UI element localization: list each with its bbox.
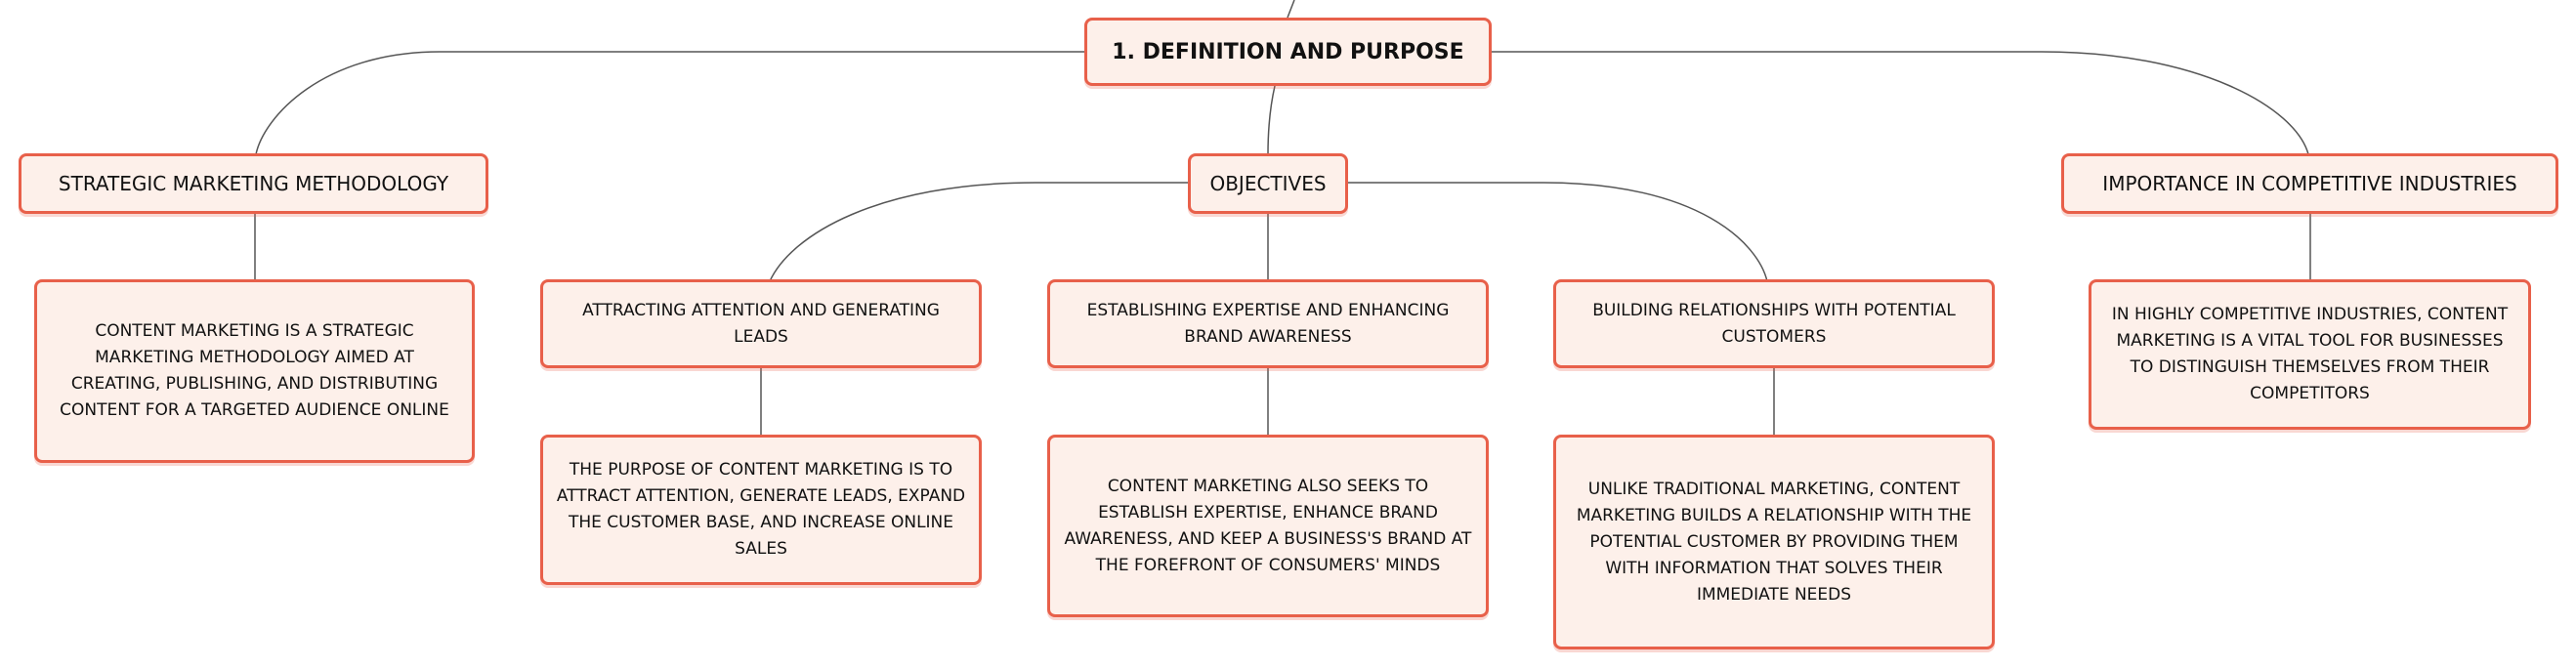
- objective-label: BUILDING RELATIONSHIPS WITH POTENTIAL CU…: [1592, 300, 1956, 347]
- detail-text: CONTENT MARKETING ALSO SEEKS TO ESTABLIS…: [1064, 476, 1472, 575]
- detail-text: CONTENT MARKETING IS A STRATEGIC MARKETI…: [60, 321, 449, 420]
- detail-establishing-expertise[interactable]: CONTENT MARKETING ALSO SEEKS TO ESTABLIS…: [1047, 435, 1489, 617]
- objective-label: ATTRACTING ATTENTION AND GENERATING LEAD…: [582, 300, 940, 347]
- objective-attracting-attention[interactable]: ATTRACTING ATTENTION AND GENERATING LEAD…: [540, 279, 982, 368]
- branch-objectives[interactable]: OBJECTIVES: [1188, 153, 1348, 214]
- objective-establishing-expertise[interactable]: ESTABLISHING EXPERTISE AND ENHANCING BRA…: [1047, 279, 1489, 368]
- root-node[interactable]: 1. DEFINITION AND PURPOSE: [1084, 18, 1492, 86]
- branch-label: OBJECTIVES: [1209, 172, 1327, 195]
- branch-strategic-marketing-methodology[interactable]: STRATEGIC MARKETING METHODOLOGY: [19, 153, 488, 214]
- root-label: 1. DEFINITION AND PURPOSE: [1112, 39, 1464, 64]
- branch-label: STRATEGIC MARKETING METHODOLOGY: [58, 172, 449, 195]
- branch-label: IMPORTANCE IN COMPETITIVE INDUSTRIES: [2102, 172, 2517, 195]
- detail-text: UNLIKE TRADITIONAL MARKETING, CONTENT MA…: [1576, 479, 1972, 605]
- connector-root-strategic: [255, 51, 1084, 155]
- detail-text: THE PURPOSE OF CONTENT MARKETING IS TO A…: [556, 460, 966, 559]
- detail-strategic-marketing[interactable]: CONTENT MARKETING IS A STRATEGIC MARKETI…: [34, 279, 475, 463]
- connector-root-objectives: [1267, 85, 1276, 155]
- objective-building-relationships[interactable]: BUILDING RELATIONSHIPS WITH POTENTIAL CU…: [1553, 279, 1995, 368]
- detail-building-relationships[interactable]: UNLIKE TRADITIONAL MARKETING, CONTENT MA…: [1553, 435, 1995, 649]
- detail-importance[interactable]: IN HIGHLY COMPETITIVE INDUSTRIES, CONTEN…: [2089, 279, 2531, 430]
- connector-objectives-building: [1348, 182, 1768, 282]
- connector-objectives-attracting: [769, 182, 1188, 282]
- branch-importance-in-competitive-industries[interactable]: IMPORTANCE IN COMPETITIVE INDUSTRIES: [2061, 153, 2558, 214]
- detail-attracting-attention[interactable]: THE PURPOSE OF CONTENT MARKETING IS TO A…: [540, 435, 982, 585]
- detail-text: IN HIGHLY COMPETITIVE INDUSTRIES, CONTEN…: [2111, 305, 2509, 403]
- connector-root-importance: [1492, 51, 2309, 155]
- objective-label: ESTABLISHING EXPERTISE AND ENHANCING BRA…: [1086, 300, 1450, 347]
- connector-parent-root: [1287, 0, 1295, 19]
